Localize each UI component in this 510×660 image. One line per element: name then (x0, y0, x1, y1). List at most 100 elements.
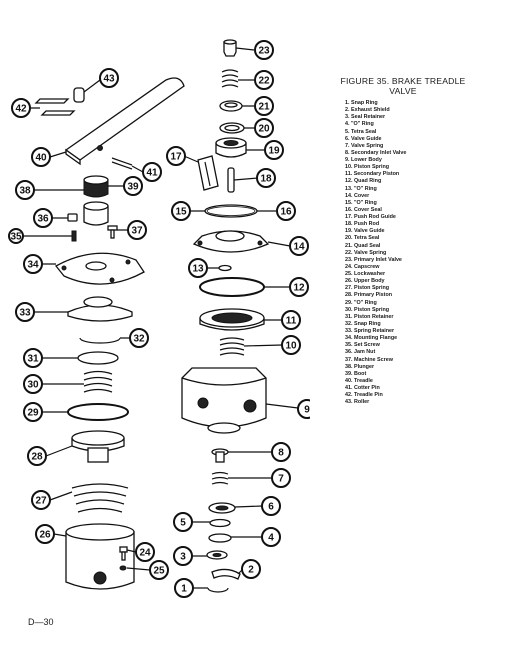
callout-25: 25 (149, 560, 169, 580)
part-plunger (83, 201, 109, 226)
part-valve-spring (221, 69, 239, 88)
svg-text:5: 5 (180, 518, 186, 529)
part-piston-retainer (77, 351, 119, 365)
callout-15: 15 (171, 201, 191, 221)
part-upper-body (65, 523, 135, 590)
part-push-rod (227, 167, 235, 193)
legend-item: 30. Piston Spring (345, 306, 390, 313)
part-seal-retainer (206, 550, 228, 560)
svg-text:13: 13 (192, 264, 204, 275)
legend-item: 35. Set Screw (345, 342, 380, 349)
callout-7: 7 (271, 468, 291, 488)
part-snap-ring-upper (79, 337, 121, 344)
legend-item: 19. Valve Guide (345, 228, 385, 235)
part-primary-inlet-valve (223, 39, 237, 57)
callout-4: 4 (261, 527, 281, 547)
svg-text:15: 15 (175, 207, 187, 218)
callout-12: 12 (289, 277, 309, 297)
callout-35: 35 (8, 228, 24, 244)
legend-item: 42. Treadle Pin (345, 392, 383, 399)
callout-28: 28 (27, 446, 47, 466)
callout-27: 27 (31, 490, 51, 510)
legend-item: 17. Push Rod Guide (345, 214, 396, 220)
legend-item: 24. Capscrew (345, 263, 380, 270)
legend-item: 25. Lockwasher (345, 271, 386, 277)
exploded-view-diagram: 1 2 3 4 5 6 7 8 9 10 11 12 13 14 15 16 1… (8, 39, 310, 598)
part-spring-retainer (67, 296, 133, 322)
legend-item: 36. Jam Nut (345, 349, 376, 356)
leader-lines (22, 47, 299, 589)
callout-20: 20 (254, 118, 274, 138)
legend-item: 4. "O" Ring (345, 121, 374, 128)
legend-item: 21. Quad Seal (345, 242, 381, 249)
part-lockwasher (119, 565, 127, 571)
callout-37: 37 (127, 220, 147, 240)
callout-21: 21 (254, 96, 274, 116)
callout-13: 13 (188, 258, 208, 278)
page-number: D—30 (28, 617, 54, 627)
callout-24: 24 (135, 542, 155, 562)
figure-title: FIGURE 35. BRAKE TREADLE VALVE (308, 76, 498, 96)
callout-14: 14 (289, 236, 309, 256)
part-exhaust-shield (211, 568, 241, 580)
svg-text:39: 39 (127, 182, 139, 193)
part-treadle (64, 77, 185, 166)
legend-item: 29. "O" Ring (345, 299, 377, 306)
legend-item: 33. Spring Retainer (345, 328, 395, 334)
callout-36: 36 (33, 208, 53, 228)
svg-text:3: 3 (180, 552, 186, 563)
svg-text:8: 8 (278, 448, 284, 459)
part-valve-guide-lower (208, 502, 236, 514)
part-o-ring-large (67, 403, 129, 421)
callout-6: 6 (261, 496, 281, 516)
legend-item: 38. Plunger (345, 363, 375, 370)
callout-18: 18 (256, 168, 276, 188)
callout-3: 3 (173, 546, 193, 566)
legend-item: 41. Cotter Pin (345, 385, 380, 391)
callout-29: 29 (23, 402, 43, 422)
svg-text:32: 32 (133, 334, 145, 345)
callout-41: 41 (142, 162, 162, 182)
legend-item: 32. Snap Ring (345, 320, 381, 327)
legend-item: 34. Mounting Flange (345, 335, 398, 342)
part-valve-spring-lower (211, 471, 229, 485)
part-capscrew (119, 546, 128, 561)
svg-text:34: 34 (27, 260, 39, 271)
part-tetra-seal-lower (209, 518, 231, 528)
callout-10: 10 (281, 335, 301, 355)
legend-item: 7. Valve Spring (345, 142, 384, 149)
legend-item: 27. Piston Spring (345, 285, 390, 292)
svg-text:9: 9 (304, 405, 310, 416)
callout-1: 1 (174, 578, 194, 598)
svg-text:33: 33 (19, 308, 31, 319)
legend-item: 31. Piston Retainer (345, 313, 394, 320)
legend-item: 15. "O" Ring (345, 199, 377, 206)
legend-item: 37. Machine Screw (345, 356, 393, 363)
svg-text:12: 12 (293, 283, 305, 294)
legend-item: 28. Primary Piston (345, 292, 393, 299)
callout-34: 34 (23, 254, 43, 274)
legend-item: 26. Upper Body (345, 278, 385, 285)
part-o-ring-lower (208, 533, 232, 543)
svg-text:1: 1 (181, 584, 187, 595)
callout-9: 9 (297, 399, 310, 419)
legend-item: 12. Quad Ring (345, 178, 382, 185)
legend-item: 1. Snap Ring (345, 100, 378, 106)
part-piston-spring (83, 370, 113, 393)
part-piston-spring-large (71, 483, 129, 513)
part-tetra-seal (219, 122, 245, 134)
part-boot (83, 175, 109, 198)
figure-title-line1: FIGURE 35. BRAKE TREADLE (340, 76, 466, 86)
svg-text:41: 41 (146, 168, 158, 179)
part-piston-spring-small (219, 337, 245, 356)
part-roller (73, 87, 85, 103)
part-secondary-piston (199, 308, 265, 331)
part-quad-ring (199, 277, 265, 297)
callout-32: 32 (129, 328, 149, 348)
legend-item: 10. Piston Spring (345, 164, 390, 171)
callout-33: 33 (15, 302, 35, 322)
legend-item: 39. Boot (345, 370, 367, 377)
parts-legend: 1. Snap Ring 2. Exhaust Shield 3. Seal R… (345, 100, 406, 406)
svg-text:25: 25 (153, 566, 165, 577)
part-treadle-pin (34, 98, 76, 116)
